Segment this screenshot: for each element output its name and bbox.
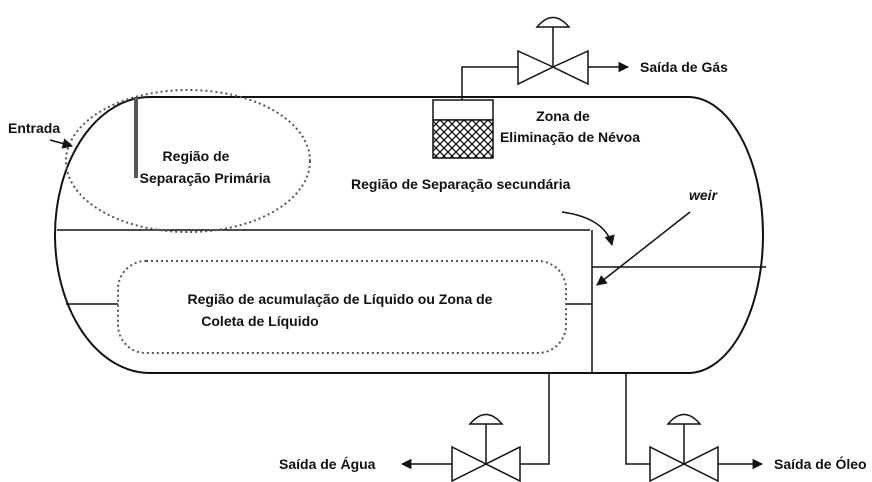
liquid-region-label-line1: Região de acumulação de Líquido ou Zona … xyxy=(188,291,493,307)
inlet-arrow xyxy=(49,138,74,149)
water-outlet-pipe xyxy=(520,373,550,465)
primary-region-label-line2: Separação Primária xyxy=(140,170,271,186)
oil-outlet-pipe xyxy=(625,373,650,465)
inlet-label: Entrada xyxy=(8,120,60,136)
weir-label: weir xyxy=(689,187,719,203)
water-valve-icon xyxy=(451,413,521,482)
flow-curve-arrow xyxy=(561,211,615,247)
primary-separation-region xyxy=(65,89,311,233)
weir-pointer-arrow xyxy=(596,211,691,286)
secondary-region-label: Região de Separação secundária xyxy=(351,176,571,192)
water-outlet-label: Saída de Água xyxy=(279,456,376,472)
mist-zone-label-line1: Zona de xyxy=(536,108,590,124)
liquid-region-label-line2: Coleta de Líquido xyxy=(201,313,318,329)
gas-outlet-pipe xyxy=(461,66,518,100)
vessel-body xyxy=(54,96,764,374)
mist-eliminator-mesh xyxy=(432,119,494,159)
gas-valve-icon xyxy=(517,16,589,86)
gas-outlet-label: Saída de Gás xyxy=(640,59,728,75)
oil-outlet-label: Saída de Óleo xyxy=(774,455,867,472)
primary-region-label-line1: Região de xyxy=(163,148,230,164)
mist-eliminator-header xyxy=(432,99,494,121)
mist-zone-label-line2: Eliminação de Névoa xyxy=(500,129,640,145)
oil-valve-icon xyxy=(649,413,719,482)
liquid-collection-region xyxy=(117,260,567,354)
